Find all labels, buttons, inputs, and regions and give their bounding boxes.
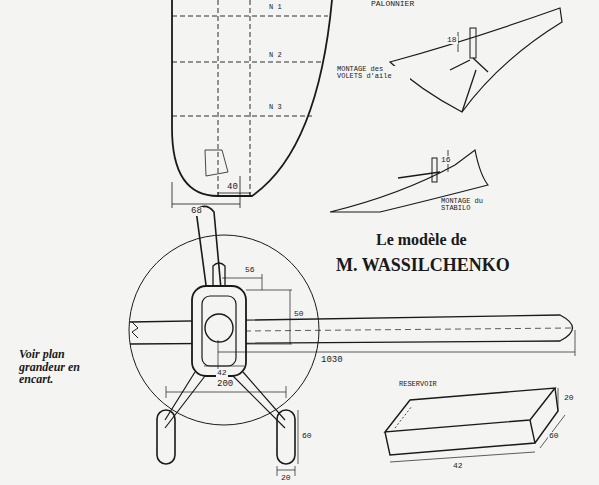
dimension: 60	[301, 432, 313, 440]
dimension: 60	[548, 432, 560, 440]
part-name: MONTAGE du STABILO	[440, 198, 514, 213]
cowl	[192, 286, 246, 376]
propeller-disc	[129, 235, 319, 425]
dimension: 20	[563, 394, 575, 402]
dimension: 42	[216, 369, 228, 377]
part-name: PALONNIER	[370, 0, 415, 8]
part-name: RESERVOIR	[398, 381, 438, 388]
title-line: M. WASSILCHENKO	[335, 256, 511, 275]
dimension: 1030	[320, 356, 344, 365]
dimension-lines	[172, 176, 250, 208]
rib-number: N 2	[268, 52, 283, 59]
dimension: 40	[226, 183, 239, 192]
dimension: 200	[216, 380, 234, 389]
front-view	[129, 206, 573, 464]
title-line: Le modèle de	[375, 232, 468, 249]
dimension: 56	[244, 266, 256, 274]
flap-hinge	[205, 150, 228, 176]
note: Voir plan grandeur en encart.	[18, 348, 94, 386]
rib-number: N 3	[268, 104, 283, 111]
reservoir-box	[385, 388, 565, 462]
wheel	[277, 410, 295, 464]
wheel	[157, 410, 175, 464]
rib-number: N 1	[268, 4, 283, 11]
dimension: 42	[452, 462, 464, 470]
dimension: 50	[293, 310, 305, 318]
landing-gear	[165, 372, 285, 428]
part-name: MONTAGE des VOLETS d'aile	[336, 66, 410, 81]
front-dimensions	[166, 274, 575, 476]
dimension: 20	[280, 474, 292, 482]
dimension: 68	[190, 207, 203, 216]
dimension: 16	[440, 156, 452, 164]
flap-mount-sketch	[390, 8, 562, 112]
wing-plan	[172, 0, 332, 196]
rib-lines	[172, 0, 328, 196]
dimension: 18	[446, 36, 458, 44]
